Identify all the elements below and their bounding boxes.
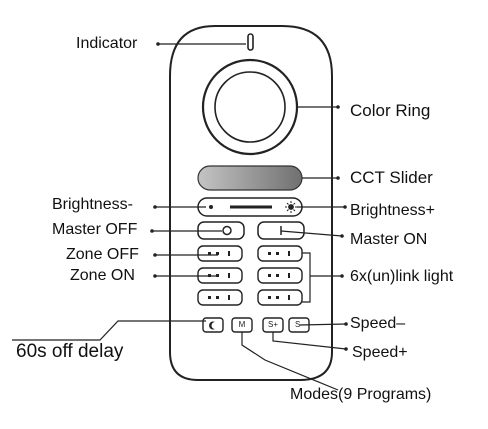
mode-button-label: M — [238, 320, 246, 329]
color-ring-center[interactable] — [214, 71, 286, 143]
label-indicator: Indicator — [76, 35, 138, 52]
label-off-delay: 60s off delay — [16, 341, 124, 362]
circle-icon — [222, 225, 232, 236]
zone-button[interactable] — [197, 289, 243, 306]
label-master-on: Master ON — [350, 231, 428, 248]
label-zone-on: Zone ON — [70, 267, 135, 284]
delay-button[interactable] — [202, 317, 224, 333]
indicator-led — [247, 33, 254, 51]
zone-button[interactable] — [257, 289, 303, 306]
speed-minus-button-label: S- — [295, 320, 303, 329]
sun-dim-icon — [209, 205, 213, 209]
label-brightness-minus: Brightness- — [52, 196, 133, 213]
zone-button[interactable] — [257, 267, 303, 284]
label-master-off: Master OFF — [52, 221, 138, 238]
zone-button[interactable] — [197, 245, 243, 262]
label-zone-off: Zone OFF — [66, 246, 139, 263]
leader-dots — [150, 42, 348, 351]
sun-bright-icon — [285, 201, 297, 213]
moon-icon — [209, 321, 215, 330]
label-speed-minus: Speed– — [350, 315, 406, 332]
zone-button[interactable] — [257, 245, 303, 262]
label-cct-slider: CCT Slider — [350, 168, 433, 187]
speed-plus-button-label: S+ — [267, 320, 278, 329]
leader-lines — [12, 43, 347, 391]
label-brightness-plus: Brightness+ — [350, 202, 435, 219]
cct-slider[interactable] — [197, 165, 303, 191]
label-modes: Modes(9 Programs) — [290, 386, 432, 403]
label-speed-plus: Speed+ — [352, 344, 408, 361]
label-link-light: 6x(un)link light — [350, 268, 454, 285]
label-color-ring: Color Ring — [350, 101, 431, 120]
